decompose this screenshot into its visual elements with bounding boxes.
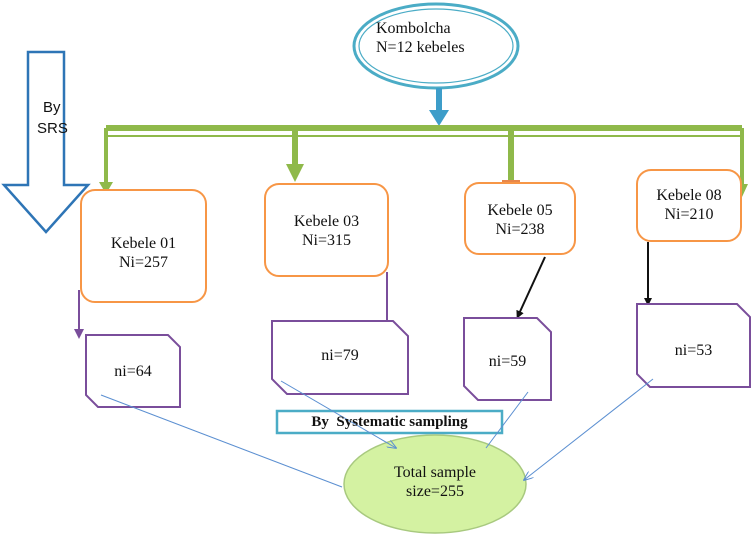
sample01-box — [85, 334, 181, 408]
root-down-arrow-head — [429, 110, 449, 126]
root-label: Kombolcha N=12 kebeles — [376, 19, 496, 57]
green-drop-kebele01-head — [99, 182, 113, 194]
sample08-label: ni=53 — [674, 342, 713, 359]
kebele08-label: Kebele 08 Ni=210 — [637, 186, 741, 224]
sample03-box — [271, 320, 409, 395]
total-sample-ellipse — [343, 434, 527, 534]
root-ellipse-inner — [358, 8, 514, 84]
kebele05-population: Ni=238 — [495, 221, 545, 238]
kebele03-name: Kebele 03 — [293, 213, 360, 230]
kebele05-box — [464, 182, 576, 255]
sample01-label: ni=64 — [114, 363, 152, 380]
kebele01-name: Kebele 01 — [110, 235, 177, 252]
kebele08-name: Kebele 08 — [656, 187, 722, 204]
kebele08-population: Ni=210 — [664, 206, 714, 223]
sample03-label: ni=79 — [321, 347, 359, 364]
kebele01-label: Kebele 01 Ni=257 — [81, 234, 206, 272]
kebele03-label: Kebele 03 Ni=315 — [265, 212, 388, 250]
total-sample-line1: Total sample — [394, 464, 476, 481]
total-sample-label: Total sample size=255 — [360, 463, 510, 501]
sample08-to-total-line — [524, 378, 654, 480]
srs-down-arrow — [1, 50, 91, 234]
sample05-label: ni=59 — [488, 353, 527, 370]
root-count: N=12 kebeles — [376, 39, 465, 56]
green-drop-kebele03-head — [286, 164, 304, 182]
root-name: Kombolcha — [376, 20, 451, 37]
systematic-sampling-box — [275, 409, 504, 435]
kebele01-box — [80, 189, 207, 303]
kebele03-box — [264, 183, 389, 277]
srs-label: By SRS — [26, 97, 76, 139]
sample01-to-total-line — [100, 394, 343, 488]
kebele05-name: Kebele 05 — [487, 202, 553, 219]
sample05-box — [463, 317, 552, 401]
systematic-sampling-label: By Systematic sampling — [311, 414, 468, 430]
kebele05-to-sample-arrow — [516, 256, 546, 319]
kebele03-population: Ni=315 — [301, 232, 352, 249]
srs-label-line2: SRS — [37, 120, 68, 137]
sample08-box — [636, 303, 751, 388]
total-sample-line2: size=255 — [406, 483, 464, 500]
kebele08-box — [636, 169, 742, 242]
kebele05-label: Kebele 05 Ni=238 — [465, 201, 575, 239]
srs-label-line1: By — [43, 99, 61, 116]
kebele01-population: Ni=257 — [118, 254, 169, 271]
sample05-to-total-line — [485, 391, 529, 449]
sample03-to-total-line — [280, 380, 396, 448]
